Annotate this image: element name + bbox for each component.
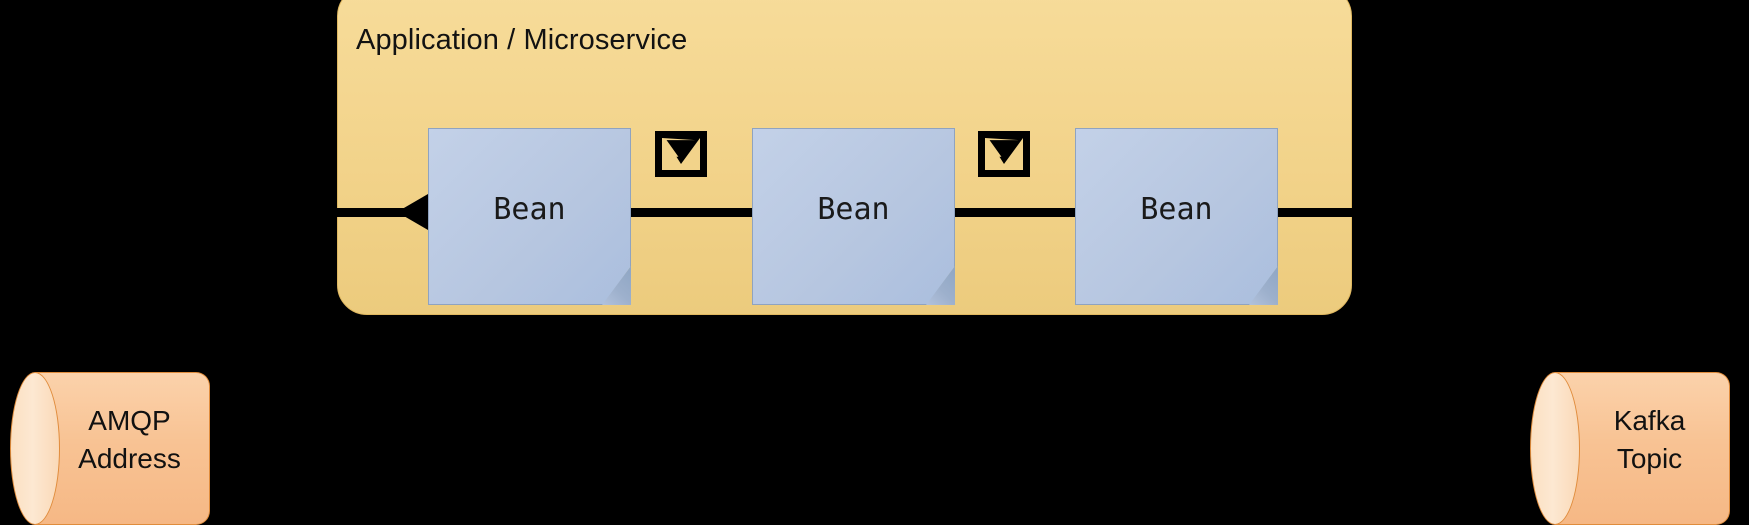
amqp-address-label: AMQP Address [55, 402, 204, 478]
arrow-line-bean2-to-bean1 [573, 208, 753, 217]
bean-label: Bean [1140, 192, 1213, 227]
bean-node-1[interactable]: Bean [428, 128, 631, 305]
envelope-icon [655, 131, 707, 177]
application-panel-title: Application / Microservice [356, 24, 688, 56]
bean-shape [428, 128, 631, 305]
amqp-address-line-2: Address [78, 443, 181, 474]
cylinder-cap [1530, 372, 1580, 525]
cylinder-cap [10, 372, 60, 525]
arrow-head-inbound-left [397, 194, 428, 230]
kafka-topic-node[interactable]: Kafka Topic [1530, 372, 1730, 525]
kafka-topic-label: Kafka Topic [1575, 402, 1724, 478]
arrow-line-bean3-to-bean2 [897, 208, 1076, 217]
bean-node-3[interactable]: Bean [1075, 128, 1278, 305]
cylinder-body [35, 372, 210, 525]
bean-shape [752, 128, 955, 305]
kafka-topic-line-2: Topic [1616, 443, 1683, 474]
bean-shape [1075, 128, 1278, 305]
envelope-icon [978, 131, 1030, 177]
bean-node-2[interactable]: Bean [752, 128, 955, 305]
arrow-line-inbound-right [1220, 208, 1353, 217]
kafka-topic-line-1: Kafka [1613, 405, 1686, 436]
bean-label: Bean [817, 192, 890, 227]
amqp-address-line-1: AMQP [88, 405, 171, 436]
amqp-address-node[interactable]: AMQP Address [10, 372, 210, 525]
bean-label: Bean [493, 192, 566, 227]
